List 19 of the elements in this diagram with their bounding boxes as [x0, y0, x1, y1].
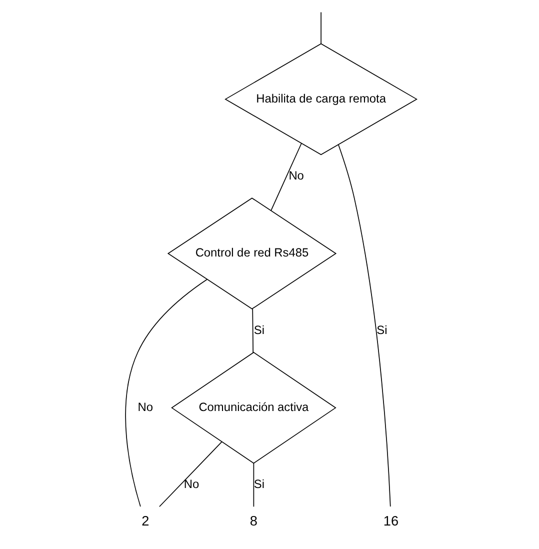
- edge-label: Si: [254, 322, 265, 337]
- edge-label: No: [288, 168, 304, 182]
- connector: [253, 462, 254, 508]
- edge-label: No: [138, 400, 154, 414]
- connector: [252, 308, 254, 354]
- node-text: 2: [142, 513, 150, 528]
- connector: [320, 12, 322, 44]
- connector: [270, 142, 302, 211]
- node-text: 16: [383, 513, 399, 528]
- connector: [125, 278, 208, 507]
- node-diamond: Habilita de carga remota: [224, 43, 418, 156]
- connector: [159, 441, 222, 508]
- edge-label: Si: [376, 322, 388, 337]
- node-diamond: Comunicación activa: [171, 352, 336, 464]
- edge-label: No: [184, 477, 200, 492]
- edge-label: Si: [254, 477, 265, 492]
- node-text: 8: [250, 513, 258, 528]
- connector: [338, 144, 391, 507]
- node-diamond: Control de red Rs485: [167, 198, 337, 310]
